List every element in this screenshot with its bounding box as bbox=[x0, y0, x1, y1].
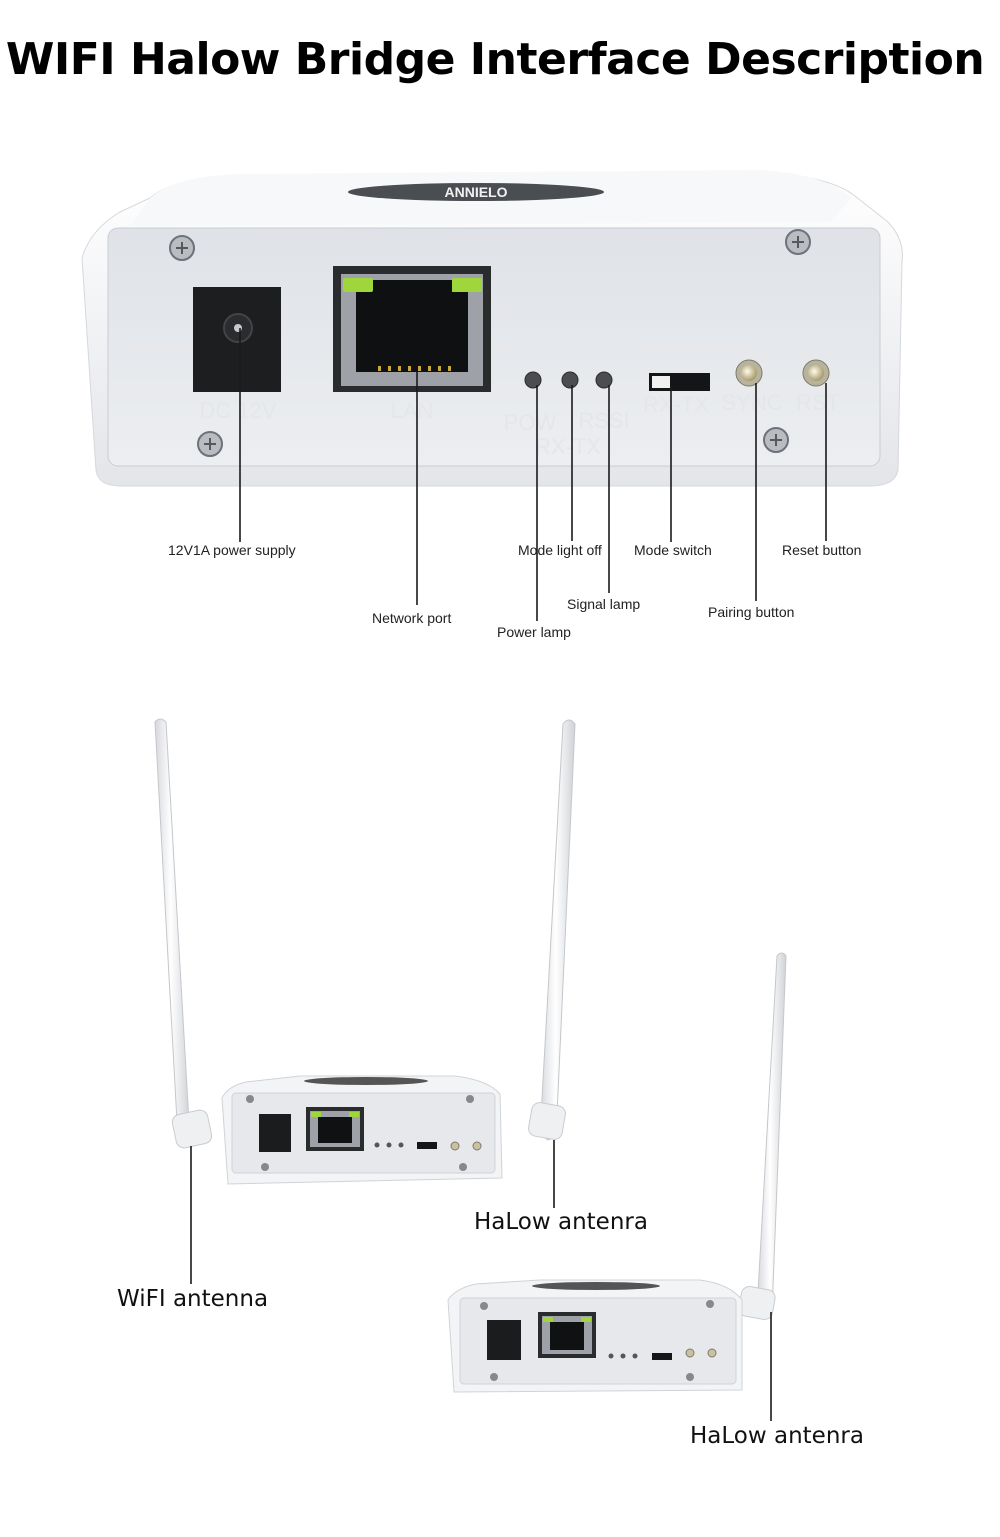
label-power-supply: 12V1A power supply bbox=[168, 542, 296, 558]
label-power-lamp: Power lamp bbox=[497, 624, 571, 640]
panel-marking-rst: RST bbox=[796, 390, 840, 415]
panel-marking-rxtx-led: RX-TX bbox=[535, 434, 601, 459]
panel-marking-lan: LAN bbox=[391, 398, 434, 423]
panel-marking-rxtx-switch: RX-TX bbox=[643, 392, 709, 417]
mode-switch bbox=[649, 373, 710, 391]
label-mode-switch: Mode switch bbox=[634, 542, 712, 558]
label-halow-antenna-1: HaLow antenra bbox=[474, 1209, 648, 1235]
label-wifi-antenna: WiFI antenna bbox=[117, 1286, 269, 1312]
brand-logo: ANNIELO bbox=[348, 183, 604, 201]
screw-icon bbox=[197, 431, 223, 457]
panel-marking-dc: DC 12V bbox=[199, 398, 276, 423]
label-halow-antenna-2: HaLow antenra bbox=[690, 1423, 864, 1449]
lan-port bbox=[333, 266, 491, 392]
reset-button bbox=[802, 359, 830, 387]
power-led bbox=[524, 371, 542, 389]
label-signal-lamp: Signal lamp bbox=[567, 596, 641, 612]
dc-power-jack bbox=[193, 287, 281, 392]
screw-icon bbox=[763, 427, 789, 453]
label-reset-button: Reset button bbox=[782, 542, 862, 558]
svg-text:ANNIELO: ANNIELO bbox=[445, 184, 508, 200]
screw-icon bbox=[169, 235, 195, 261]
panel-marking-pow: POW bbox=[504, 410, 557, 435]
device-two-antennas bbox=[154, 718, 576, 1185]
antenna-callout-lines bbox=[190, 1140, 772, 1421]
device-front-large: ANNIELO bbox=[81, 170, 903, 487]
callout-lines bbox=[239, 328, 827, 621]
page-title: WIFI Halow Bridge Interface Description bbox=[5, 34, 985, 85]
label-mode-light-off: Mode light off bbox=[518, 542, 602, 558]
label-network-port: Network port bbox=[372, 610, 452, 626]
mode-led bbox=[561, 371, 579, 389]
lan-led-left bbox=[343, 278, 373, 292]
device-one-antenna bbox=[447, 952, 787, 1393]
label-pairing-button: Pairing button bbox=[708, 604, 795, 620]
screw-icon bbox=[785, 229, 811, 255]
signal-led bbox=[595, 371, 613, 389]
pairing-button bbox=[735, 359, 763, 387]
panel-marking-rssi: RSSI bbox=[578, 408, 629, 433]
panel-marking-sync: SYNC bbox=[721, 390, 782, 415]
lan-led-right bbox=[452, 278, 482, 292]
